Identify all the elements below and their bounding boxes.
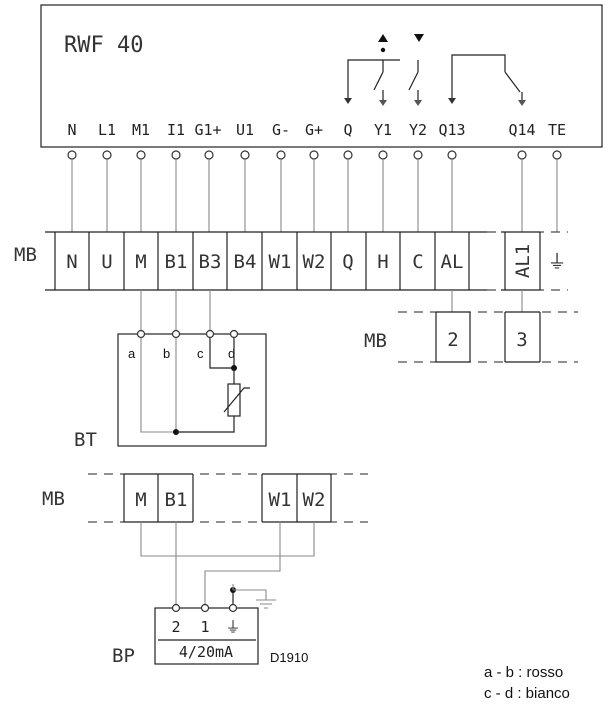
alarm-block-label: MB xyxy=(364,330,387,352)
transducer-bp-label: BP xyxy=(112,645,135,667)
mb-cell-q: Q xyxy=(342,251,353,273)
terminal-label-l1: L1 xyxy=(98,121,116,139)
mb-cell-b3: B3 xyxy=(199,251,222,273)
terminal-circles xyxy=(67,150,562,160)
mb-cell-n: N xyxy=(66,251,77,273)
drawing-code: D1910 xyxy=(270,650,308,665)
terminal-label-i1: I1 xyxy=(167,121,185,139)
terminal-label-gplus: G+ xyxy=(305,121,323,139)
terminal-block-sensor: MB M B1 W1 W2 xyxy=(42,473,368,523)
mb-cell-al1: AL1 xyxy=(512,244,534,278)
legend-line-2: c - d : bianco xyxy=(484,685,570,702)
wire-label-d: d xyxy=(228,346,235,361)
mb-cell-w2: W2 xyxy=(303,251,326,273)
terminal-block-main: MB N U M B1 B3 B4 W1 W2 Q H C AL AL1 ⏚ xyxy=(14,231,568,291)
mb-cell-w1: W1 xyxy=(269,251,292,273)
sensor-cell-b1: B1 xyxy=(165,489,188,511)
alarm-cell-2: 2 xyxy=(447,329,458,351)
sensor-bt-box xyxy=(117,333,267,447)
bp-terminal-earth: ⏚ xyxy=(225,618,240,636)
terminal-label-y1: Y1 xyxy=(374,121,392,139)
controller-rwf40: RWF 40 N L1 M1 I1 G1+ U1 G- G+ Q Y1 Y2 Q… xyxy=(40,4,603,160)
wire-color-legend: a - b : rosso c - d : bianco xyxy=(484,664,570,702)
terminal-label-g1plus: G1+ xyxy=(194,121,221,139)
controller-to-mb-wires xyxy=(71,159,558,232)
arrow-down-icon xyxy=(414,34,424,42)
sensor-to-bp-wires xyxy=(140,522,315,609)
wire-label-c: c xyxy=(197,346,204,361)
terminal-block-label: MB xyxy=(14,244,37,266)
relay-contact-alarm xyxy=(448,54,526,106)
bp-terminal-1: 1 xyxy=(200,618,209,636)
mb-cell-b4: B4 xyxy=(234,251,257,273)
terminal-label-q13: Q13 xyxy=(438,121,465,139)
mb-cell-u: U xyxy=(101,251,112,273)
terminal-label-te: TE xyxy=(548,121,566,139)
wire-label-b: b xyxy=(163,346,170,361)
terminal-label-gminus: G- xyxy=(272,121,290,139)
controller-box xyxy=(40,4,603,148)
bp-terminal-2: 2 xyxy=(171,618,180,636)
mb-cell-earth: ⏚ xyxy=(547,251,566,273)
terminal-label-u1: U1 xyxy=(236,121,254,139)
terminal-label-y2: Y2 xyxy=(409,121,427,139)
relay-contacts-y1-y2 xyxy=(344,34,424,106)
sensor-bt: a b c d BT xyxy=(74,290,267,451)
mb-cell-al: AL xyxy=(441,251,464,273)
mb-cell-b1: B1 xyxy=(165,251,188,273)
arrow-up-icon xyxy=(378,34,388,42)
controller-title: RWF 40 xyxy=(64,33,143,58)
sensor-cell-w1: W1 xyxy=(269,489,292,511)
mb-cell-c: C xyxy=(412,251,423,273)
sensor-cell-w2: W2 xyxy=(303,489,326,511)
bp-signal-label: 4/20mA xyxy=(179,643,233,661)
transducer-bp: 2 1 ⏚ 4/20mA BP xyxy=(112,603,259,667)
alarm-cell-3: 3 xyxy=(516,329,527,351)
terminal-label-m1: M1 xyxy=(132,121,150,139)
terminal-label-n: N xyxy=(67,121,76,139)
legend-line-1: a - b : rosso xyxy=(484,664,563,681)
sensor-bt-label: BT xyxy=(74,429,97,451)
mb-cell-h: H xyxy=(377,251,388,273)
wire-label-a: a xyxy=(128,346,136,361)
sensor-cell-m: M xyxy=(135,489,146,511)
ground-icon xyxy=(256,599,276,609)
terminal-block-alarm: MB 2 3 xyxy=(364,290,578,363)
sensor-block-label: MB xyxy=(42,488,65,510)
mb-cell-m: M xyxy=(135,251,146,273)
terminal-label-q: Q xyxy=(343,121,352,139)
terminal-label-q14: Q14 xyxy=(508,121,535,139)
